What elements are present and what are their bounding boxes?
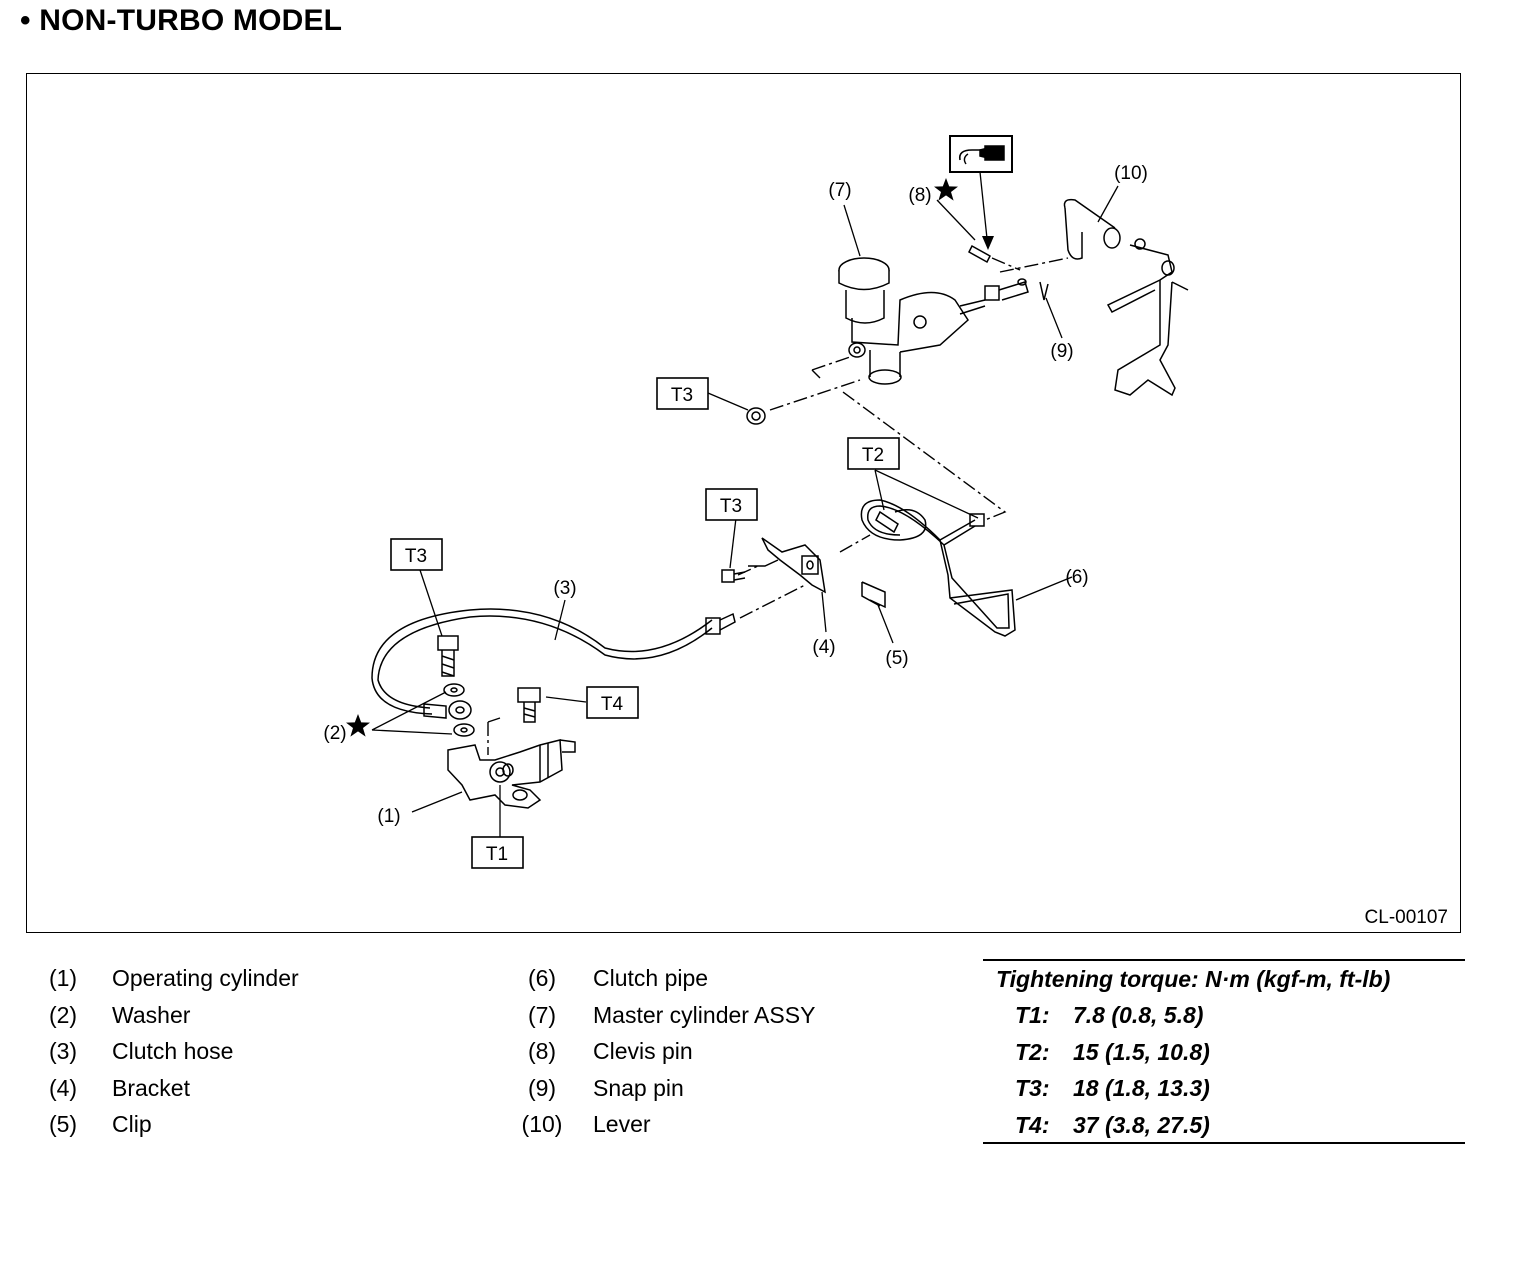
torque-row: T1:7.8 (0.8, 5.8)	[1015, 1002, 1204, 1028]
clutch-pipe	[860, 499, 1016, 637]
master-cylinder-nut	[746, 407, 766, 425]
leader-lines	[371, 171, 1119, 838]
callout-7: (7)	[828, 180, 851, 201]
torque-tag-t2: T2	[862, 445, 884, 466]
legend-item: (6)Clutch pipe	[527, 965, 709, 991]
operating-cylinder	[447, 739, 576, 809]
diagram-frame	[26, 73, 1461, 933]
callout-2: (2)	[323, 723, 346, 744]
torque-tag-t3-master: T3	[671, 385, 693, 406]
callout-1: (1)	[377, 806, 400, 827]
callout-10: (10)	[1114, 163, 1148, 184]
callout-4: (4)	[812, 637, 835, 658]
clutch-hydraulic-diagram: T3 T2 T3 T3 T4 T1 (7) (8) (10) (9) (6) (…	[323, 135, 1448, 928]
washers	[443, 683, 475, 737]
bracket-bolt	[721, 569, 746, 583]
torque-row: T4:37 (3.8, 27.5)	[1015, 1111, 1210, 1138]
replace-part-star-icon	[934, 178, 958, 201]
grease-arrow-icon	[982, 236, 994, 250]
legend-item: (1)Operating cylinder	[48, 965, 299, 991]
legend-item: (7)Master cylinder ASSY	[527, 1001, 816, 1028]
master-cylinder-assy	[838, 257, 1029, 385]
clutch-lever	[1063, 198, 1189, 397]
clevis-pin	[968, 244, 991, 264]
torque-tag-t1: T1	[486, 844, 508, 865]
callout-9: (9)	[1050, 341, 1073, 362]
replace-part-star-icon-washer	[346, 714, 370, 737]
legend-item: (3)Clutch hose	[48, 1038, 234, 1064]
tightening-torque-table: Tightening torque: N·m (kgf-m, ft-lb) T1…	[983, 959, 1465, 1144]
clutch-hose	[371, 608, 736, 719]
legend-item: (2)Washer	[48, 1001, 191, 1028]
bracket	[748, 537, 826, 594]
torque-row: T3:18 (1.8, 13.3)	[1015, 1075, 1210, 1101]
callout-6: (6)	[1065, 567, 1088, 588]
clip	[861, 581, 886, 609]
arrow-heads	[982, 236, 994, 250]
page-title: • NON-TURBO MODEL	[20, 4, 343, 37]
grease-application-icon	[949, 135, 1013, 173]
legend-item: (5)Clip	[48, 1111, 152, 1137]
legend-column-left: (1)Operating cylinder (2)Washer (3)Clutc…	[46, 960, 299, 1143]
torque-tag-t3-bracket: T3	[720, 496, 742, 517]
legend-item: (4)Bracket	[48, 1074, 190, 1101]
legend-item: (8)Clevis pin	[527, 1038, 693, 1064]
union-bolt	[437, 635, 459, 677]
torque-tag-boxes	[390, 377, 900, 869]
assembly-guides	[487, 257, 1069, 755]
callout-3: (3)	[553, 578, 576, 599]
callout-8: (8)	[908, 185, 931, 206]
snap-pin	[1039, 281, 1049, 301]
torque-table-heading: Tightening torque: N·m (kgf-m, ft-lb)	[996, 966, 1391, 992]
torque-row: T2:15 (1.5, 10.8)	[1015, 1038, 1210, 1065]
torque-tag-t4: T4	[601, 694, 624, 715]
torque-tag-t3-union: T3	[405, 546, 427, 567]
legend-item: (9)Snap pin	[527, 1074, 684, 1101]
callout-5: (5)	[885, 648, 908, 669]
legend-column-right: (6)Clutch pipe (7)Master cylinder ASSY (…	[518, 960, 816, 1143]
legend-item: (10)Lever	[521, 1111, 651, 1137]
operating-cylinder-bolt	[517, 687, 541, 723]
figure-code: CL-00107	[1365, 907, 1448, 928]
